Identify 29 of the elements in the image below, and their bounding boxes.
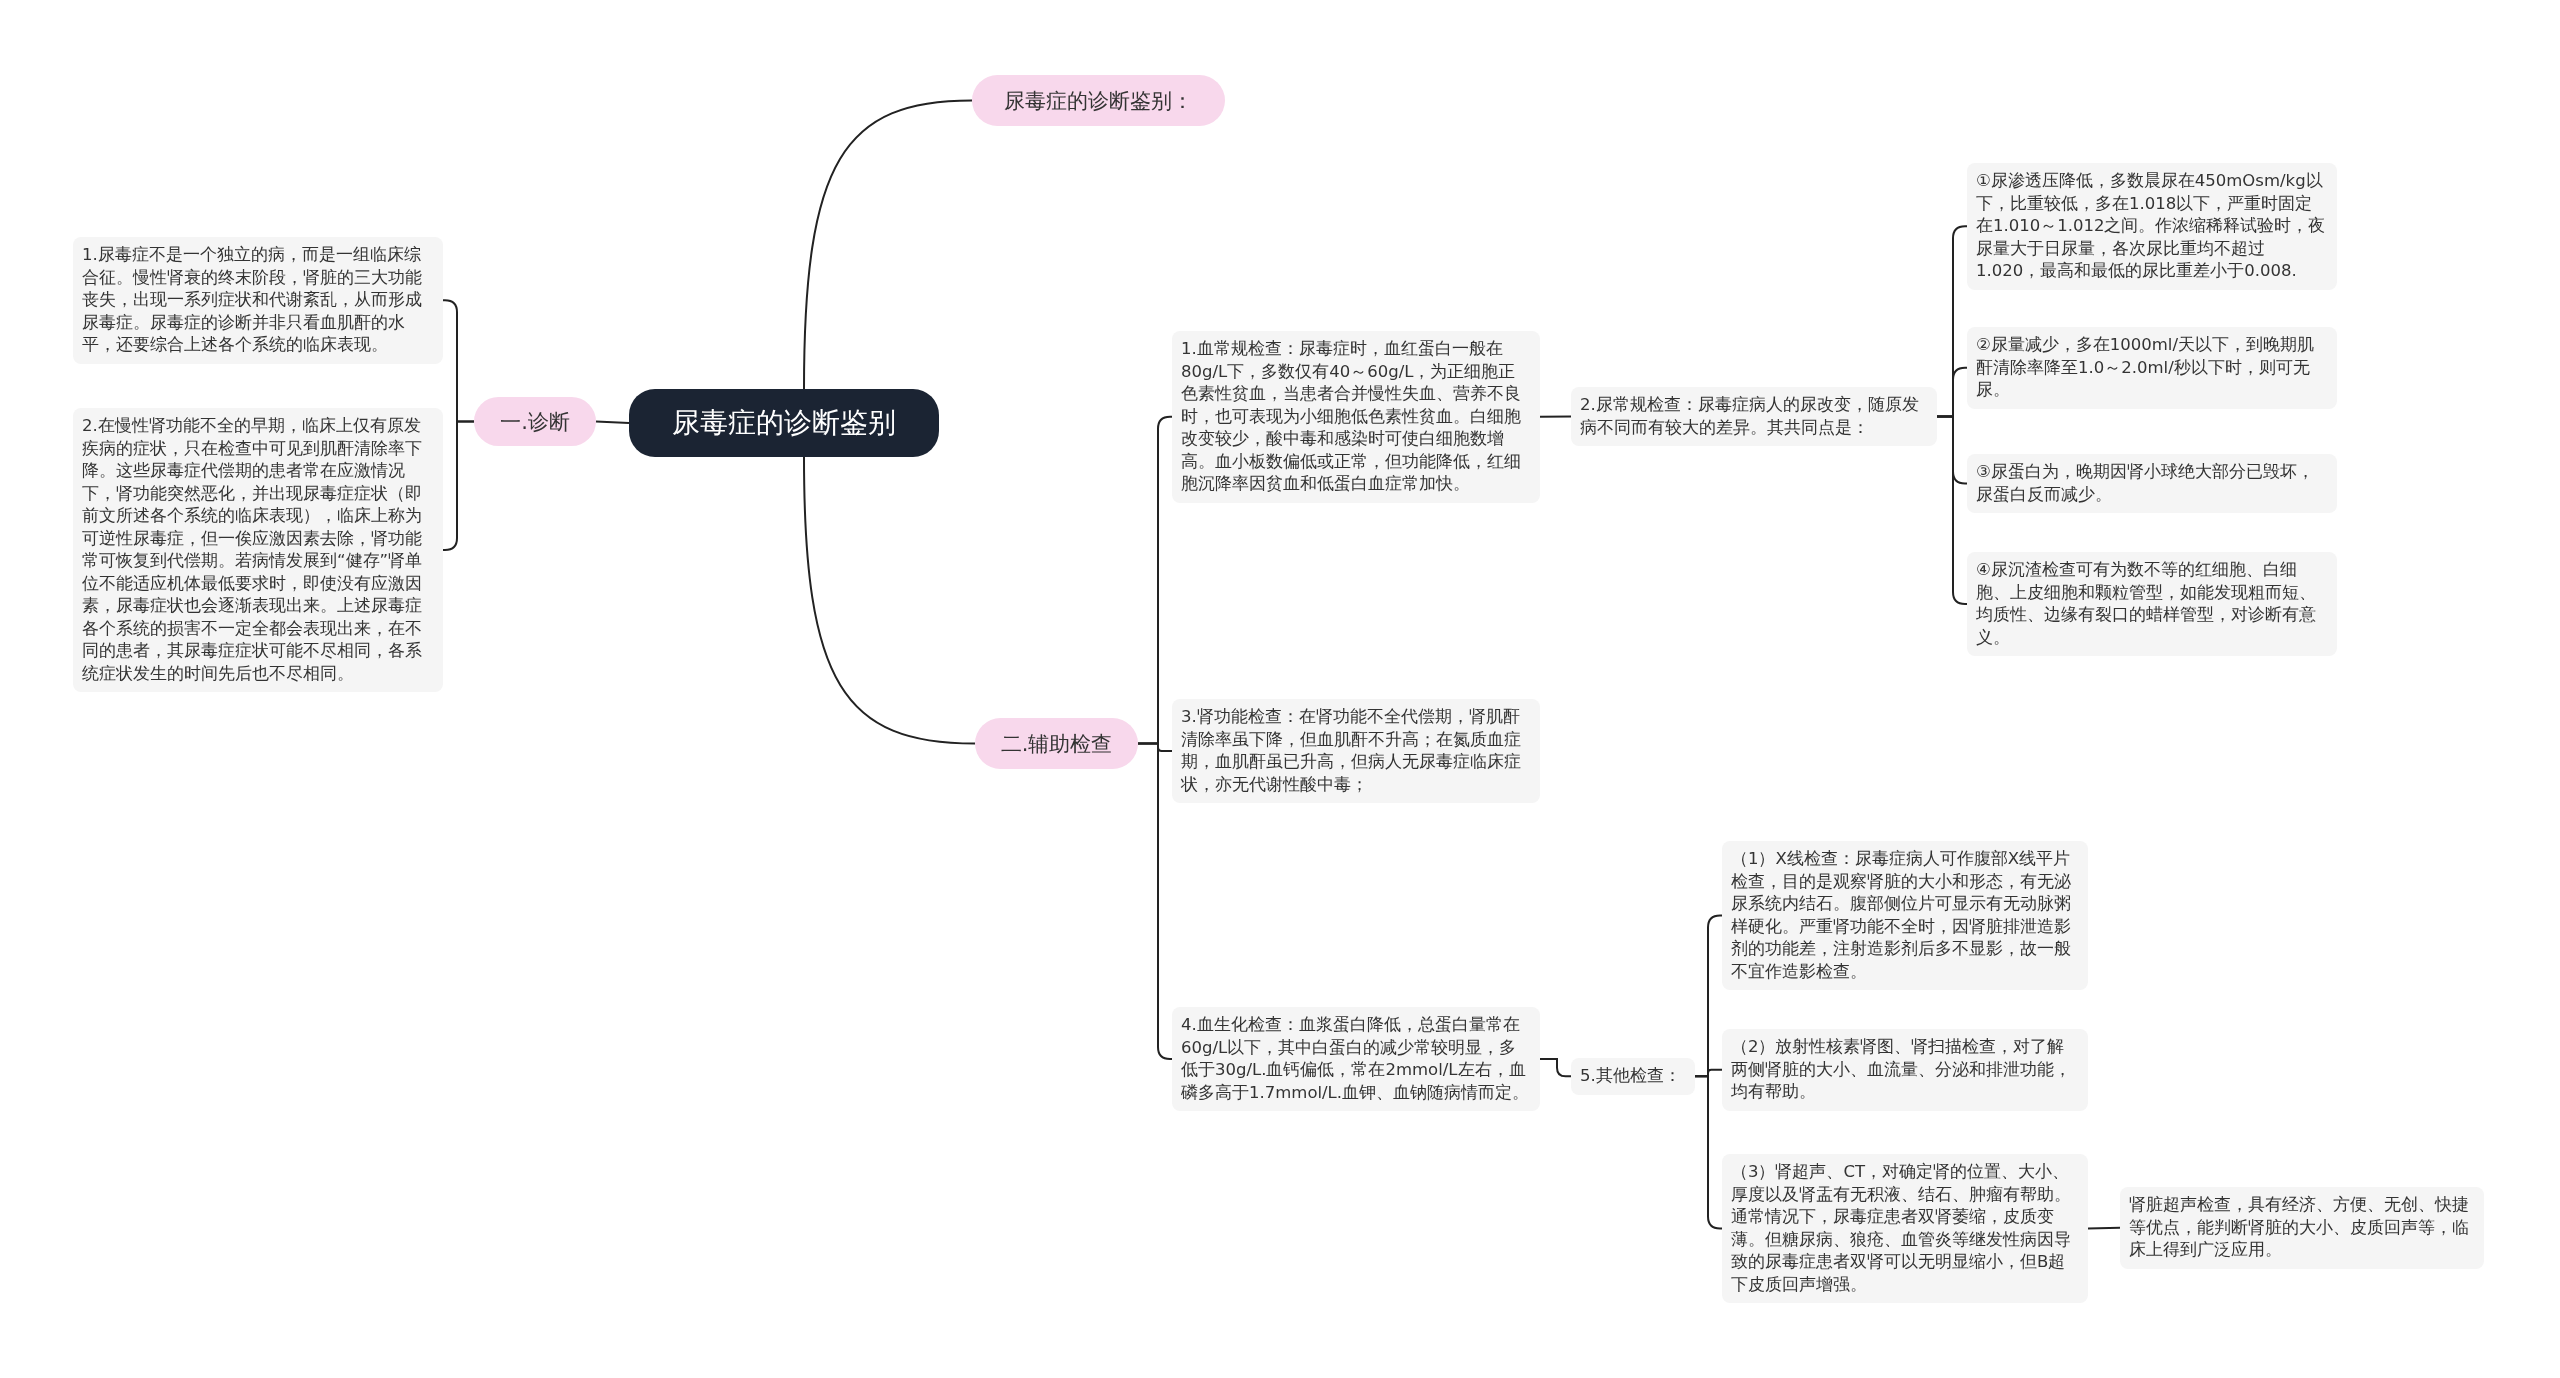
note-card: ①尿渗透压降低，多数晨尿在450mOsm/kg以下，比重较低，多在1.018以下，严重时固定在1.010～1.012之间。作浓缩稀释试验时，夜尿量大于日尿量，各次尿比重均不超过1.020，最高和最低的尿比重差小于0.008. bbox=[1967, 163, 2337, 290]
branch-topic: 一.诊断 bbox=[474, 397, 596, 446]
connector-line bbox=[803, 456, 976, 745]
note-card: ④尿沉渣检查可有为数不等的红细胞、白细胞、上皮细胞和颗粒管型，如能发现粗而短、均质性、边缘有裂口的蜡样管型，对诊断有意义。 bbox=[1967, 552, 2337, 656]
connector-line bbox=[803, 99, 973, 390]
note-card: 2.在慢性肾功能不全的早期，临床上仅有原发疾病的症状，只在检查中可见到肌酐清除率下降。这些尿毒症代偿期的患者常在应激情况下，肾功能突然恶化，并出现尿毒症症状（即前文所述各个系统的临床表现），临床上称为可逆性尿毒症，但一俟应激因素去除，肾功能常可恢复到代偿期。若病情发展到“健存”肾单位不能适应机体最低要求时，即使没有应激因素，尿毒症状也会逐渐表现出来。上述尿毒症各个系统的损害不一定全都会表现出来，在不同的患者，其尿毒症症状可能不尽相同，各系统症状发生的时间先后也不尽相同。 bbox=[73, 408, 443, 692]
note-card: （3）肾超声、CT，对确定肾的位置、大小、厚度以及肾盂有无积液、结石、肿瘤有帮助。通常情况下，尿毒症患者双肾萎缩，皮质变薄。但糖尿病、狼疮、血管炎等继发性病因导致的尿毒症患者双肾可以无明显缩小，但B超下皮质回声增强。 bbox=[1722, 1154, 2088, 1303]
connector-line bbox=[595, 420, 630, 424]
connector-line bbox=[442, 420, 475, 551]
note-card: ③尿蛋白为，晚期因肾小球绝大部分已毁坏，尿蛋白反而减少。 bbox=[1967, 454, 2337, 513]
central-topic: 尿毒症的诊断鉴别 bbox=[629, 389, 939, 457]
note-card: 1.血常规检查：尿毒症时，血红蛋白一般在80g/L下，多数仅有40～60g/L，为正细胞正色素性贫血，当患者合并慢性失血、营养不良时，也可表现为小细胞低色素性贫血。白细胞改变较少，酸中毒和感染时可使白细胞数增高。血小板数偏低或正常，但功能降低，红细胞沉降率因贫血和低蛋白血症常加快。 bbox=[1172, 331, 1540, 503]
note-card: 5.其他检查： bbox=[1571, 1058, 1695, 1095]
branch-topic: 二.辅助检查 bbox=[975, 718, 1138, 769]
connector-line bbox=[1694, 1075, 1723, 1230]
note-card: 1.尿毒症不是一个独立的病，而是一组临床综合征。慢性肾衰的终末阶段，肾脏的三大功能丧失，出现一系列症状和代谢紊乱，从而形成尿毒症。尿毒症的诊断并非只看血肌酐的水平，还要综合上述各个系统的临床表现。 bbox=[73, 237, 443, 364]
note-card: 肾脏超声检查，具有经济、方便、无创、快捷等优点，能判断肾脏的大小、皮质回声等，临床上得到广泛应用。 bbox=[2120, 1187, 2484, 1269]
connector-line bbox=[1539, 1058, 1572, 1078]
branch-topic: 尿毒症的诊断鉴别： bbox=[972, 75, 1225, 126]
note-card: 3.肾功能检查：在肾功能不全代偿期，肾肌酐清除率虽下降，但血肌酐不升高；在氮质血症期，血肌酐虽已升高，但病人无尿毒症临床症状，亦无代谢性酸中毒； bbox=[1172, 699, 1540, 803]
note-card: 4.血生化检查：血浆蛋白降低，总蛋白量常在60g/L以下，其中白蛋白的减少常较明显，多低于30g/L.血钙偏低，常在2mmol/L左右，血磷多高于1.7mmol/L.血钾、血钠随病情而定。 bbox=[1172, 1007, 1540, 1111]
note-card: 2.尿常规检查：尿毒症病人的尿改变，随原发病不同而有较大的差异。其共同点是： bbox=[1571, 387, 1937, 446]
connector-line bbox=[1137, 742, 1173, 1060]
connector-line bbox=[1936, 415, 1968, 605]
connector-line bbox=[2087, 1226, 2121, 1230]
note-card: （2）放射性核素肾图、肾扫描检查，对了解两侧肾脏的大小、血流量、分泌和排泄功能，均有帮助。 bbox=[1722, 1029, 2088, 1111]
note-card: ②尿量减少，多在1000ml/天以下，到晚期肌酐清除率降至1.0～2.0ml/秒以下时，则可无尿。 bbox=[1967, 327, 2337, 409]
note-card: （1）X线检查：尿毒症病人可作腹部X线平片检查，目的是观察肾脏的大小和形态，有无泌尿系统内结石。腹部侧位片可显示有无动脉粥样硬化。严重肾功能不全时，因肾脏排泄造影剂的功能差，注射造影剂后多不显影，故一般不宜作造影检查。 bbox=[1722, 841, 2088, 990]
connector-line bbox=[1539, 415, 1572, 418]
